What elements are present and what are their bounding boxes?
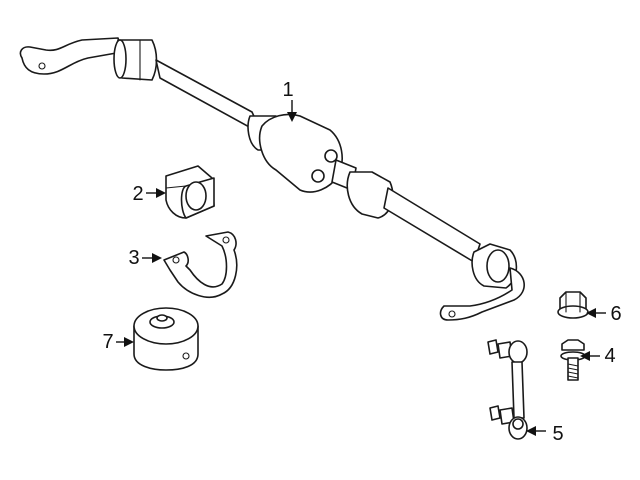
bushing bbox=[165, 165, 215, 219]
callout-6-label: 6 bbox=[610, 303, 621, 325]
callout-1-label: 1 bbox=[282, 79, 293, 101]
callout-6[interactable]: 6 bbox=[586, 303, 622, 325]
callout-7-label: 7 bbox=[102, 331, 113, 353]
callout-1-arrow bbox=[287, 112, 297, 122]
callout-2-label: 2 bbox=[132, 183, 143, 205]
callout-3-label: 3 bbox=[128, 247, 139, 269]
callout-3-arrow bbox=[152, 253, 162, 263]
stabilizer-link bbox=[487, 339, 528, 440]
callout-1[interactable]: 1 bbox=[282, 79, 297, 122]
bolt bbox=[560, 339, 586, 381]
callout-5[interactable]: 5 bbox=[526, 423, 564, 445]
mount bbox=[133, 307, 199, 371]
callout-3[interactable]: 3 bbox=[128, 247, 162, 269]
callout-6-arrow bbox=[586, 308, 596, 318]
callout-5-label: 5 bbox=[552, 423, 563, 445]
callout-5-arrow bbox=[526, 426, 536, 436]
callout-4-arrow bbox=[580, 351, 590, 361]
callout-7-arrow bbox=[124, 337, 134, 347]
stabilizer-bar bbox=[19, 37, 525, 321]
callout-4[interactable]: 4 bbox=[580, 345, 616, 367]
nut bbox=[557, 291, 589, 319]
bushing-bracket bbox=[163, 231, 238, 298]
callout-4-label: 4 bbox=[604, 345, 615, 367]
callout-2[interactable]: 2 bbox=[132, 183, 166, 205]
callout-2-arrow bbox=[156, 188, 166, 198]
callout-7[interactable]: 7 bbox=[102, 331, 134, 353]
